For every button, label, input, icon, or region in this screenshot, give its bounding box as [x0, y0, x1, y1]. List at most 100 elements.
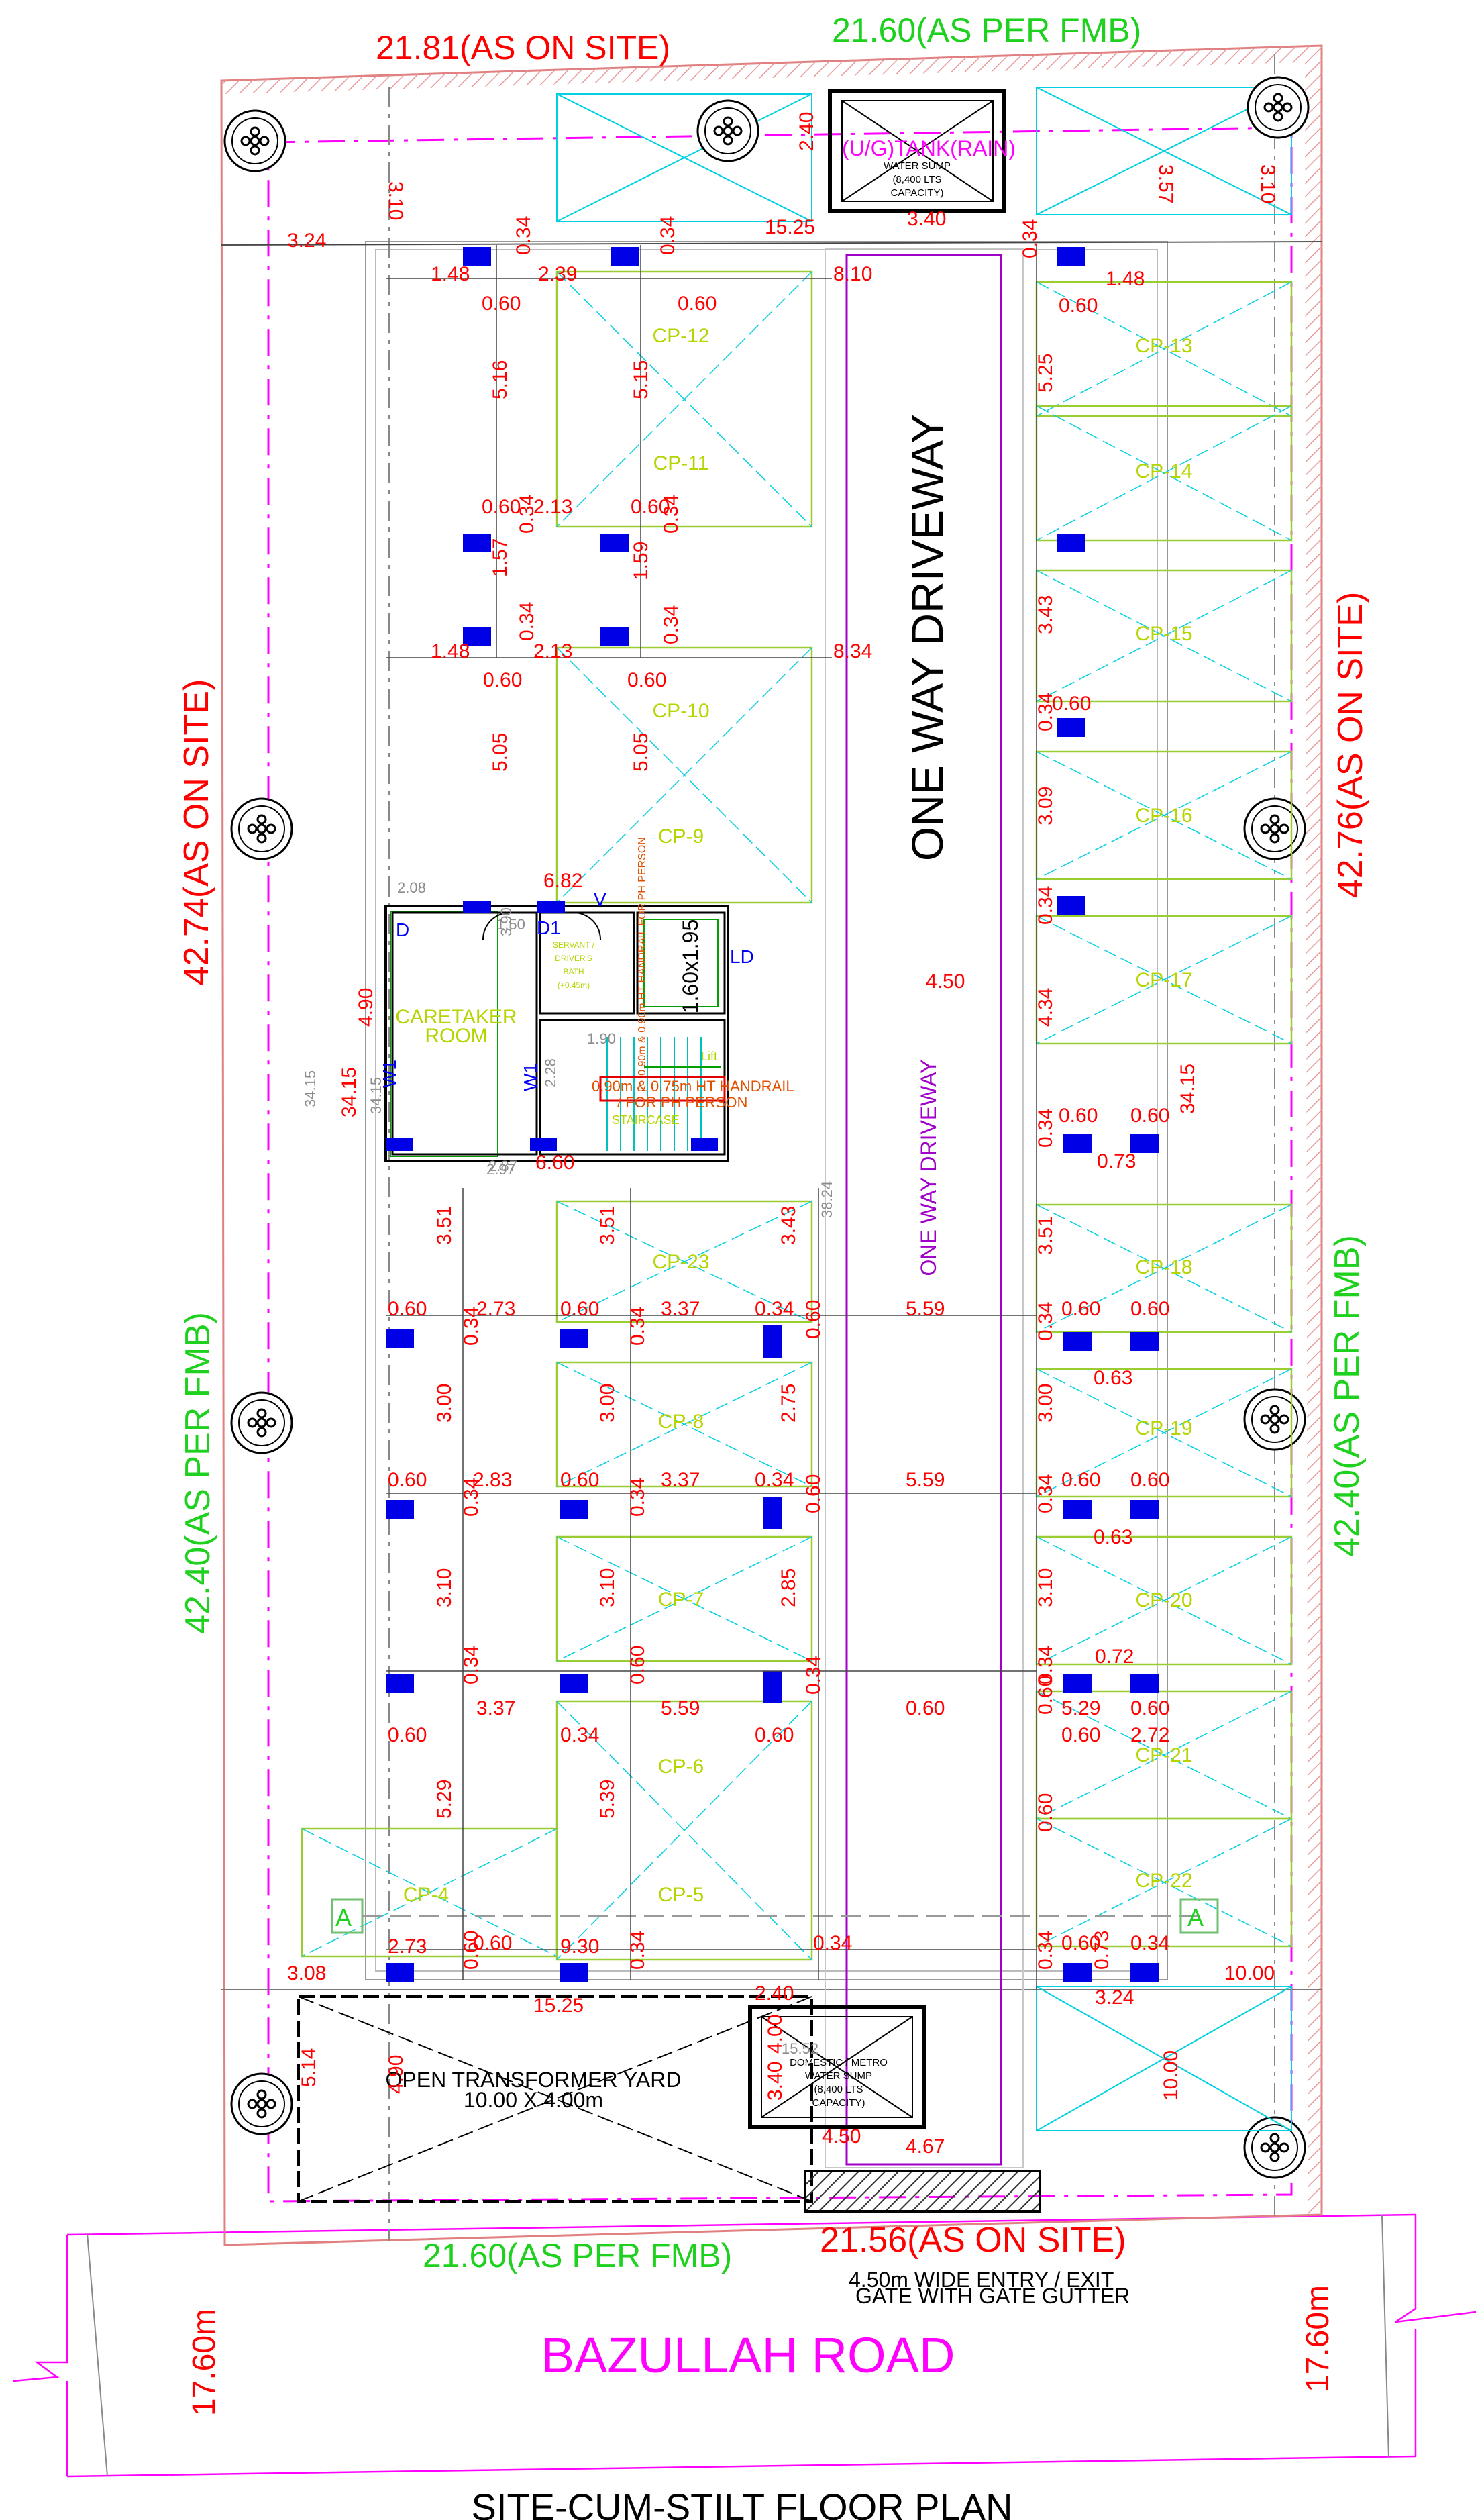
car-park-label: CP-17	[1135, 969, 1192, 991]
dimension-label: 3.40	[907, 208, 946, 230]
driveway-main-label: ONE WAY DRIVEWAY	[902, 414, 952, 861]
parking-bay	[555, 646, 813, 904]
column-block	[1063, 1674, 1092, 1693]
gate-note-line1: 4.50m WIDE ENTRY / EXIT	[849, 2268, 1114, 2292]
door-d-label: D	[396, 919, 409, 940]
dimension-label: 0.34	[660, 605, 682, 644]
dimension-label: 0.60	[388, 1469, 427, 1491]
dimension-label: 0.34	[560, 1724, 599, 1746]
car-park-label: CP-20	[1135, 1589, 1192, 1611]
domestic-tank-line3: (8,400 LTS	[814, 2084, 863, 2095]
column-block	[463, 627, 491, 646]
driveway	[825, 248, 1024, 2168]
transformer-label: OPEN TRANSFORMER YARD	[386, 2068, 682, 2092]
dimension-label: 4.00	[764, 2015, 786, 2054]
domestic-tank-line1: DOMESTIC / METRO	[790, 2057, 888, 2068]
dimension-label: 0.34	[627, 1307, 649, 1346]
dimension-label: 4.50	[822, 2125, 861, 2148]
dimension-label: 0.63	[1094, 1526, 1132, 1548]
dimension-lines	[221, 241, 1322, 1990]
column-block	[530, 1138, 557, 1151]
column-block	[763, 1325, 782, 1358]
caretaker-line1: CARETAKER	[395, 1006, 517, 1028]
pile-column	[1243, 1388, 1306, 1451]
car-park-label: CP-16	[1135, 805, 1192, 827]
dimension-label: 8.34	[833, 640, 872, 662]
column-block	[386, 1963, 414, 1982]
gate-note-line2: GATE WITH GATE GUTTER	[855, 2284, 1130, 2308]
car-park-label: CP-23	[652, 1251, 709, 1273]
caretaker-line2: ROOM	[425, 1025, 487, 1047]
dimension-label: 0.60	[802, 1300, 825, 1339]
dimension-label: 4.90	[385, 2055, 407, 2094]
car-park-label: CP-13	[1135, 335, 1192, 357]
dimension-label: 0.34	[627, 1931, 649, 1970]
road-width-right: 17.60m	[1300, 2285, 1336, 2392]
dimension-label: 5.15	[630, 360, 652, 399]
domestic-tank-line2: WATER SUMP	[805, 2070, 872, 2082]
parking-bay	[555, 1361, 813, 1488]
structural-columns	[386, 247, 1159, 1982]
dimension-label: 0.72	[1095, 1646, 1134, 1668]
column-block	[1130, 1134, 1159, 1153]
dimension-label: 2.72	[1130, 1724, 1169, 1746]
column-block	[386, 1329, 414, 1348]
dimension-label: 15.25	[533, 1995, 584, 2017]
dimension-label: 2.13	[533, 496, 572, 518]
dimension-label: 0.34	[1035, 1646, 1057, 1684]
parking-bay	[301, 1827, 558, 1958]
column-block	[560, 1329, 588, 1348]
column-block	[560, 1963, 588, 1982]
pile-column	[1243, 797, 1306, 860]
transformer-yard	[297, 1995, 813, 2203]
dimension-label: 2.40	[755, 1982, 794, 2005]
dimension-label: 0.73	[1097, 1150, 1136, 1172]
dimension-label: 34.15	[1177, 1064, 1199, 1114]
dimension-label: 3.24	[287, 230, 326, 252]
dimension-label: 5.29	[1061, 1697, 1100, 1719]
window-w1a-label: W1	[379, 1060, 400, 1088]
domestic-tank-line4: CAPACITY)	[812, 2097, 865, 2109]
dimension-label: 0.34	[460, 1307, 482, 1346]
dimension-label: 0.60	[1130, 1697, 1169, 1719]
dimension-label: 10.00	[1224, 1962, 1275, 1984]
column-block	[1057, 247, 1085, 266]
car-park-label: CP-6	[658, 1756, 704, 1778]
lift-door-label: LD	[730, 946, 754, 967]
pile-columns	[223, 76, 1310, 2179]
dimension-label: 3.51	[1035, 1216, 1057, 1255]
window-w1b-label: W1	[520, 1063, 541, 1091]
car-park-label: CP-14	[1135, 460, 1192, 483]
dimension-label: 0.34	[1019, 219, 1041, 258]
column-block	[600, 534, 629, 552]
parking-bay	[555, 1200, 813, 1323]
column-block	[600, 627, 629, 646]
dimension-label: 0.60	[483, 669, 522, 691]
column-block	[763, 1671, 782, 1703]
dimension-label: 0.60	[678, 293, 717, 315]
dimension-label: 0.34	[516, 495, 538, 534]
column-block	[1130, 1500, 1159, 1519]
pile-column	[1243, 2116, 1306, 2179]
column-block	[537, 901, 565, 913]
dimension-label: 0.60	[482, 496, 521, 518]
servant-bath-line4: (+0.45m)	[558, 980, 590, 990]
boundary-top-fmb: 21.60(AS PER FMB)	[832, 11, 1141, 49]
rain-tank-line1: WATER SUMP	[884, 160, 951, 172]
dimension-label: 3.10	[1035, 1568, 1057, 1607]
column-block	[463, 534, 491, 552]
dimension-label: 0.60	[1052, 693, 1091, 715]
boundary-bottom-fmb: 21.60(AS PER FMB)	[423, 2237, 732, 2274]
dimension-label-secondary: 2.87	[488, 1158, 517, 1174]
car-park-label: CP-22	[1135, 1870, 1192, 1892]
car-park-label: CP-8	[658, 1411, 704, 1433]
road-name: BAZULLAH ROAD	[541, 2327, 955, 2383]
dimension-label: 34.15	[338, 1067, 360, 1117]
column-block	[1063, 1134, 1092, 1153]
dimension-label-secondary: 3.90	[498, 907, 515, 936]
plot-boundary	[220, 44, 1323, 2246]
column-block	[611, 247, 639, 266]
column-block	[386, 1674, 414, 1693]
dimension-label: 3.10	[433, 1568, 456, 1607]
dimension-label: 0.60	[560, 1298, 599, 1320]
